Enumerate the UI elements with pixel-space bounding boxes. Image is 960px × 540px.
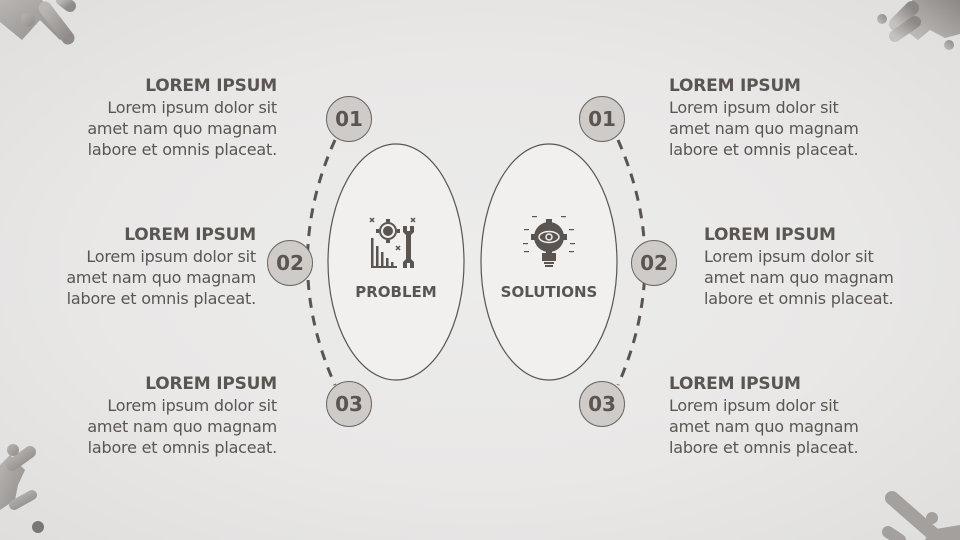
left-item-3-title: LOREM IPSUM <box>145 374 277 394</box>
left-item-2-title: LOREM IPSUM <box>124 225 256 245</box>
decorative-splash-bottom-right <box>882 491 960 540</box>
decorative-splash-top-right <box>877 0 960 50</box>
left-step-01-circle: 01 <box>326 96 372 142</box>
right-item-3-body: Lorem ipsum dolor sit amet nam quo magna… <box>669 396 859 457</box>
left-step-03-circle: 03 <box>326 381 372 427</box>
problem-oval <box>327 143 465 381</box>
left-item-2: LOREM IPSUM Lorem ipsum dolor sit amet n… <box>6 224 256 309</box>
right-step-02-circle: 02 <box>631 240 677 286</box>
solutions-label: SOLUTIONS <box>500 283 598 301</box>
decorative-splash-top-left <box>0 0 76 45</box>
left-item-3: LOREM IPSUM Lorem ipsum dolor sit amet n… <box>27 373 277 458</box>
left-step-02-circle: 02 <box>267 240 313 286</box>
right-item-2: LOREM IPSUM Lorem ipsum dolor sit amet n… <box>704 224 954 309</box>
lightbulb-gear-eye-icon <box>523 216 575 267</box>
right-item-3: LOREM IPSUM Lorem ipsum dolor sit amet n… <box>669 373 919 458</box>
right-step-03-circle: 03 <box>579 381 625 427</box>
left-item-3-body: Lorem ipsum dolor sit amet nam quo magna… <box>87 396 277 457</box>
right-step-01-circle: 01 <box>579 96 625 142</box>
right-item-2-title: LOREM IPSUM <box>704 225 836 245</box>
right-item-1-title: LOREM IPSUM <box>669 76 801 96</box>
left-item-2-body: Lorem ipsum dolor sit amet nam quo magna… <box>66 247 256 308</box>
gear-wrench-chart-icon <box>369 217 416 268</box>
problem-label: PROBLEM <box>355 283 437 301</box>
right-item-2-body: Lorem ipsum dolor sit amet nam quo magna… <box>704 247 894 308</box>
right-item-1: LOREM IPSUM Lorem ipsum dolor sit amet n… <box>669 75 919 160</box>
left-item-1-body: Lorem ipsum dolor sit amet nam quo magna… <box>87 98 277 159</box>
left-item-1: LOREM IPSUM Lorem ipsum dolor sit amet n… <box>27 75 277 160</box>
left-item-1-title: LOREM IPSUM <box>145 76 277 96</box>
right-item-3-title: LOREM IPSUM <box>669 374 801 394</box>
right-item-1-body: Lorem ipsum dolor sit amet nam quo magna… <box>669 98 859 159</box>
decorative-splash-bottom-left <box>0 444 44 533</box>
